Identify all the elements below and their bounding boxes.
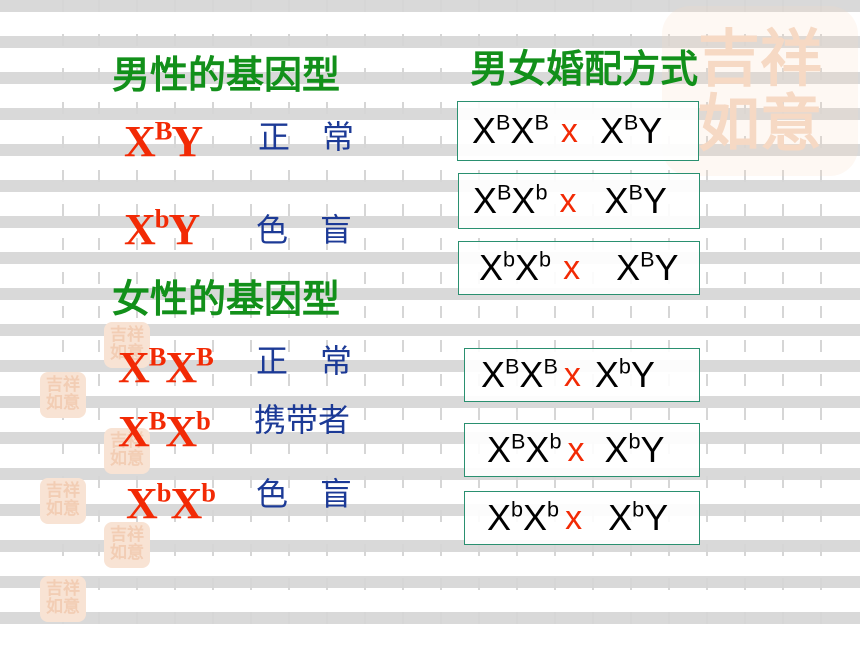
male-genotype-heading: 男性的基因型 [112, 53, 341, 97]
guide-line [706, 0, 708, 645]
guide-line [668, 0, 670, 645]
male-genotype-normal: XBY [124, 115, 203, 166]
cross-box: XBXb x XbY [464, 423, 700, 477]
male-genotype-colorblind: XbY [124, 203, 200, 254]
cross-operator: x [567, 431, 585, 469]
cross-operator: x [559, 182, 577, 220]
cross-operator: x [563, 249, 581, 287]
cross-operator: x [563, 356, 581, 394]
seal-watermark: 吉祥 如意 [40, 478, 86, 524]
seal-watermark: 吉祥 如意 [40, 576, 86, 622]
seal-watermark: 吉祥 如意 [104, 428, 150, 474]
male-genotype: XbY [608, 496, 669, 538]
guide-line [440, 0, 442, 645]
female-genotype: XBXB [472, 109, 549, 151]
guide-line [402, 0, 404, 645]
female-genotype-normal: XBXB [118, 341, 214, 392]
guide-line [630, 0, 632, 645]
seal-watermark: 吉祥 如意 [40, 372, 86, 418]
guide-line [782, 0, 784, 645]
cross-operator: x [560, 112, 578, 150]
cross-box: XbXb x XbY [464, 491, 700, 545]
guide-line [98, 0, 100, 645]
female-genotype: XBXb [473, 179, 548, 221]
cross-operator: x [565, 499, 583, 537]
guide-line [364, 0, 366, 645]
male-phenotype-colorblind: 色 盲 [256, 211, 353, 249]
guide-line [288, 0, 290, 645]
guide-line [516, 0, 518, 645]
cross-box: XBXB x XBY [457, 101, 699, 161]
cross-box: XbXb x XBY [458, 241, 700, 295]
guide-line [478, 0, 480, 645]
male-genotype: XbY [594, 353, 655, 395]
female-genotype: XbXb [479, 246, 552, 288]
female-genotype-colorblind: XbXb [126, 477, 216, 528]
male-phenotype-normal: 正 常 [258, 118, 355, 156]
guide-line [174, 0, 176, 645]
seal-watermark: 吉祥 如意 [104, 322, 150, 368]
guide-line [250, 0, 252, 645]
female-phenotype-carrier: 携带者 [254, 401, 351, 439]
female-phenotype-normal: 正 常 [256, 342, 353, 380]
marriage-cross-heading: 男女婚配方式 [470, 47, 699, 91]
male-genotype: XBY [599, 109, 663, 151]
male-genotype: XBY [604, 179, 667, 221]
guide-line [212, 0, 214, 645]
guide-line [62, 0, 64, 645]
female-genotype: XbXb [487, 496, 560, 538]
guide-line [326, 0, 328, 645]
female-phenotype-colorblind: 色 盲 [256, 475, 353, 513]
male-genotype: XbY [604, 428, 665, 470]
cross-box: XBXb x XBY [458, 173, 700, 229]
guide-line [744, 0, 746, 645]
female-genotype-heading: 女性的基因型 [112, 277, 341, 321]
female-genotype: XBXB [481, 353, 558, 395]
guide-line [592, 0, 594, 645]
guide-line [820, 0, 822, 645]
seal-watermark: 吉祥 如意 [104, 522, 150, 568]
cross-box: XBXB x XbY [464, 348, 700, 402]
female-genotype: XBXb [487, 428, 562, 470]
guide-line [554, 0, 556, 645]
male-genotype: XBY [616, 246, 679, 288]
female-genotype-carrier: XBXb [118, 405, 211, 456]
